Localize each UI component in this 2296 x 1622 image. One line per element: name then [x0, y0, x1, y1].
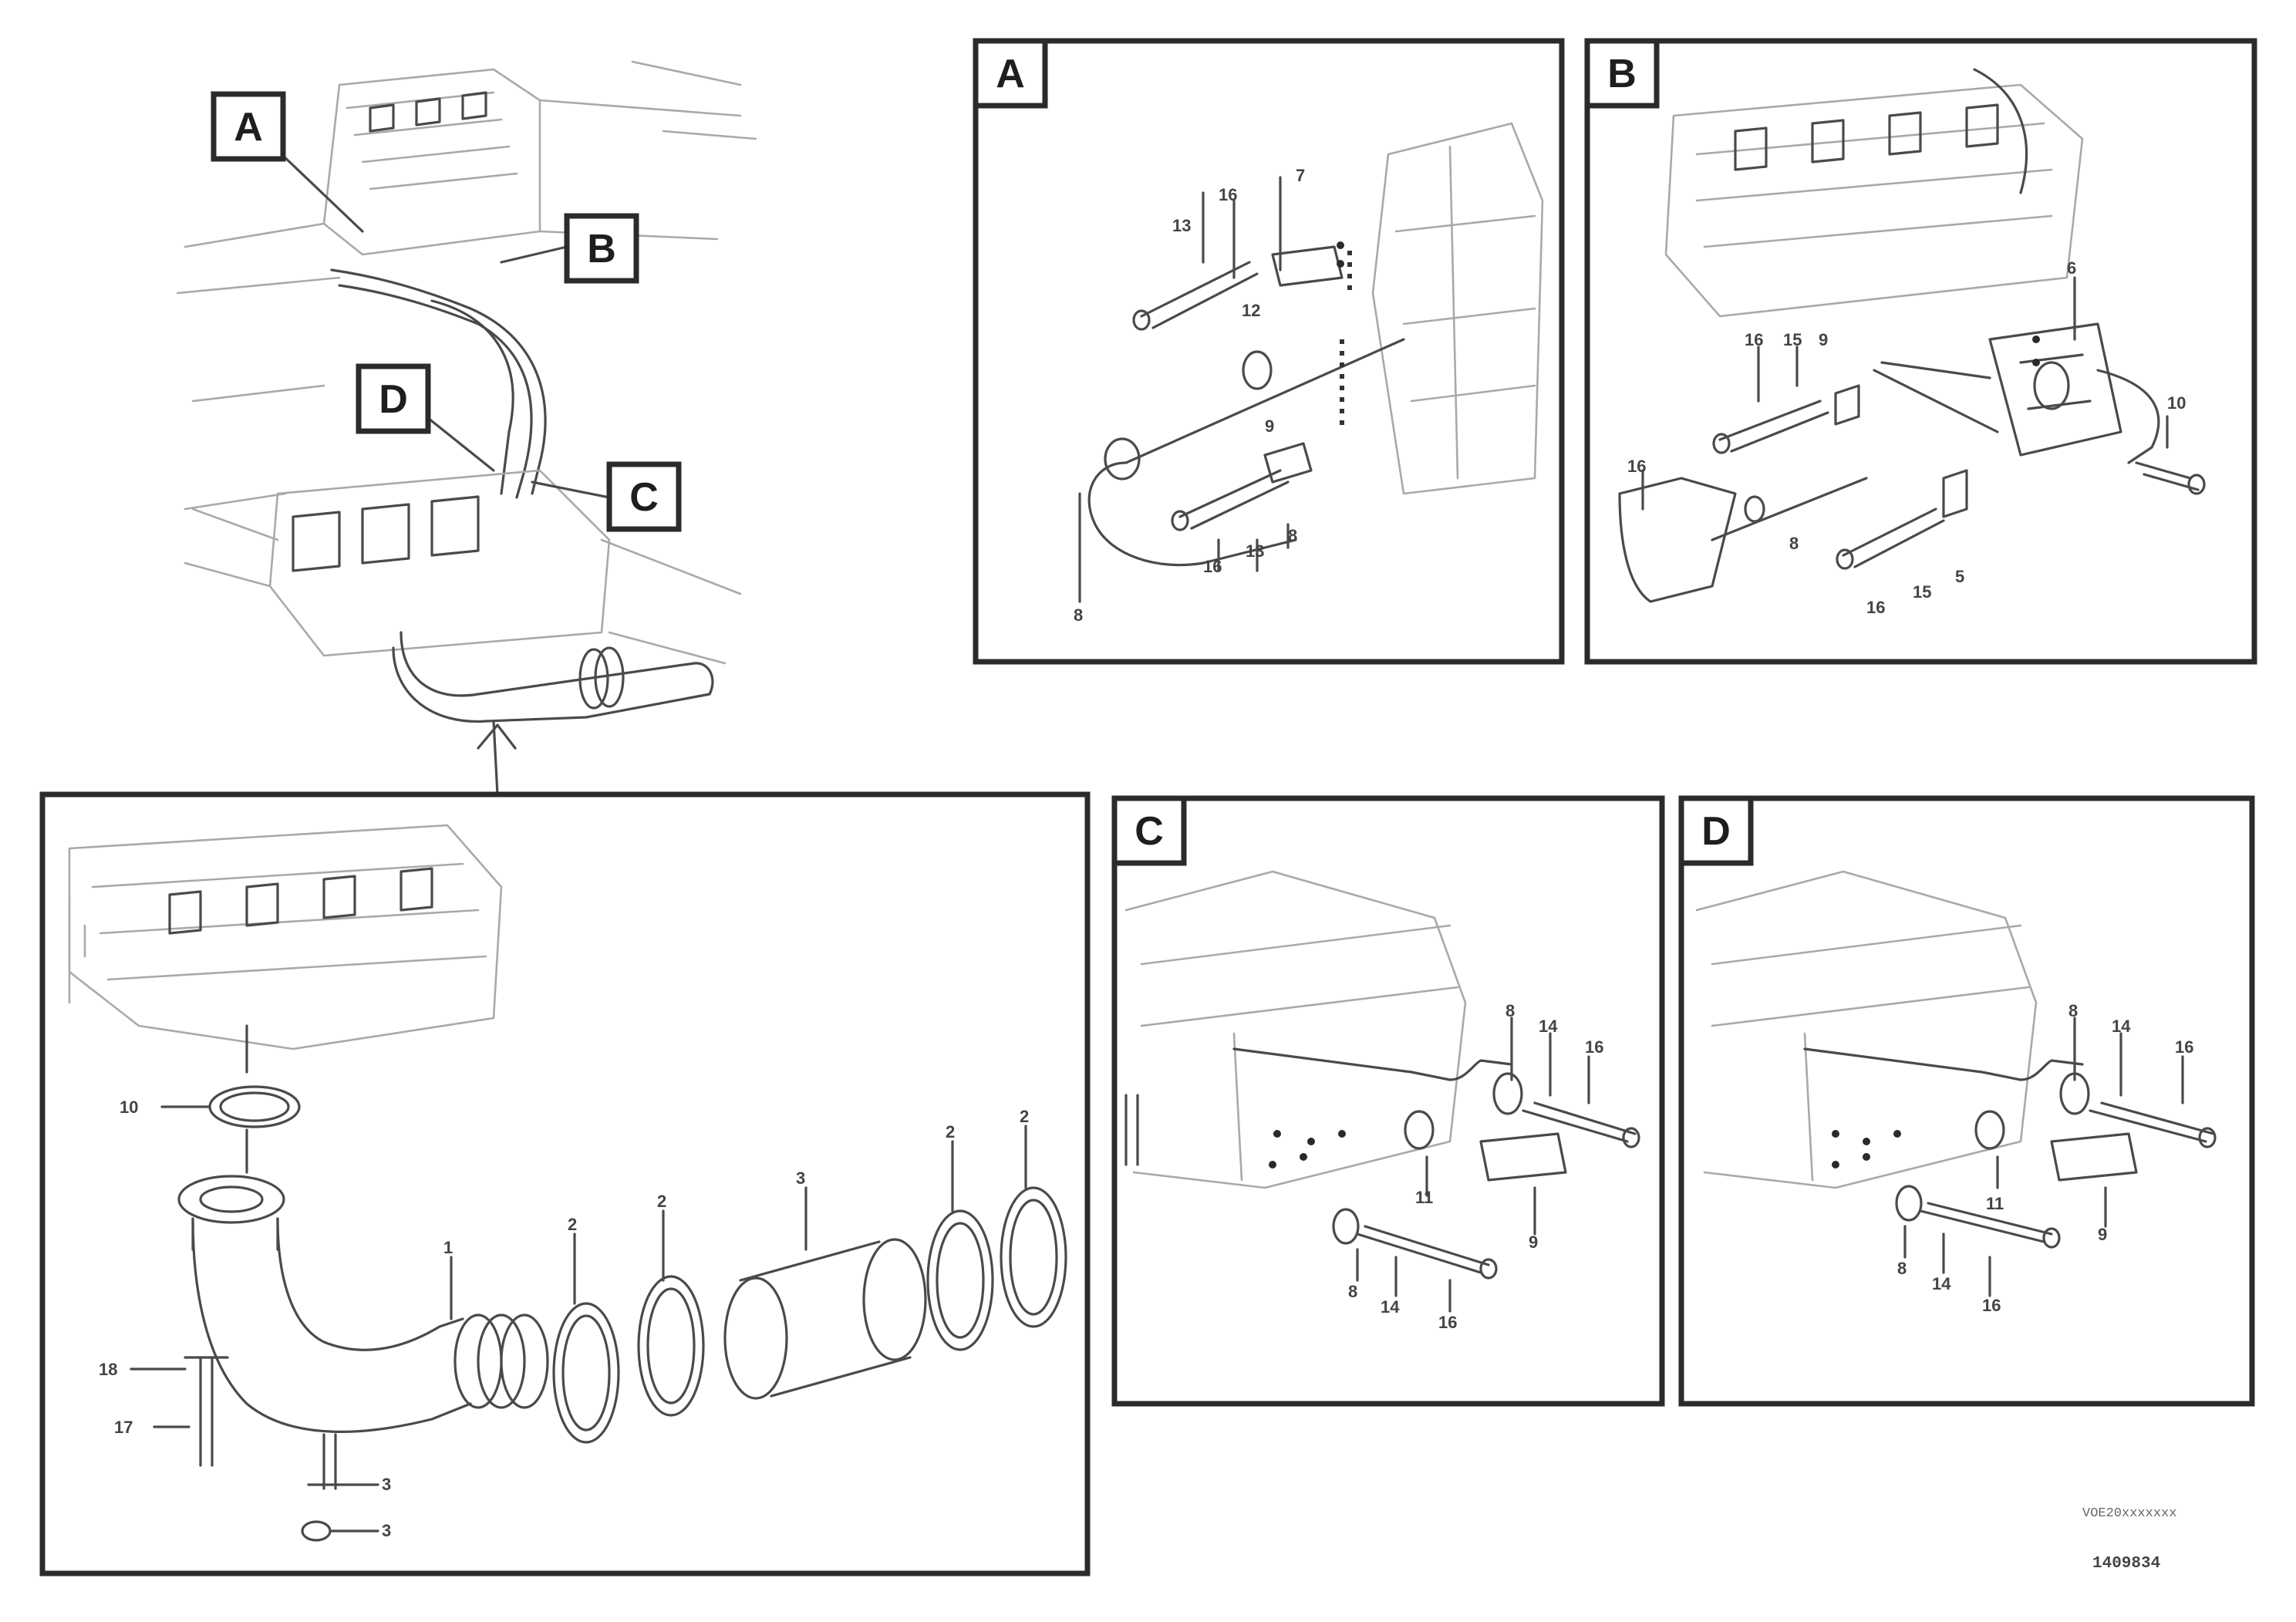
overview-callout-b[interactable]: B	[564, 213, 639, 284]
part-label: 3	[796, 1168, 805, 1188]
callout-d-label: D	[379, 377, 408, 422]
detail-panel-d: D 8 14 16 11 9 8 14 16	[1678, 795, 2255, 1407]
part-label: 8	[1505, 1001, 1515, 1020]
part-label: 16	[1203, 557, 1222, 576]
callout-a-label: A	[234, 105, 263, 150]
part-label: 14	[2112, 1017, 2131, 1036]
part-label: 1	[443, 1238, 453, 1257]
part-label: 15	[1783, 330, 1802, 349]
part-label: 16	[1219, 185, 1237, 204]
part-label: 10	[120, 1098, 138, 1117]
overview-illustration	[176, 60, 757, 796]
part-label: 8	[1074, 605, 1083, 625]
panel-a-badge: A	[996, 52, 1025, 96]
part-label: 11	[1986, 1194, 2004, 1213]
part-label: 16	[1982, 1296, 2001, 1315]
part-label: 8	[1897, 1259, 1907, 1278]
detail-panel-c: C 8 14 16 11 9 8 14 16	[1111, 795, 1665, 1407]
part-label: 3	[382, 1475, 391, 1494]
part-label: 9	[1265, 416, 1274, 436]
part-label: 16	[1438, 1313, 1457, 1332]
panel-b-badge: B	[1607, 52, 1637, 96]
reference-small-text: VOE20xxxxxxx	[2082, 1506, 2176, 1521]
overview-callout-d[interactable]: D	[356, 363, 431, 434]
drawing-reference: VOE20xxxxxxx 1409834	[2082, 1506, 2176, 1573]
part-label: 16	[1866, 598, 1885, 617]
part-label: 11	[1415, 1188, 1433, 1207]
detail-panel-b: B 6 16 15 9 16 8 10 16 15 5	[1584, 38, 2257, 665]
part-label: 14	[1539, 1017, 1558, 1036]
part-label: 15	[1913, 582, 1931, 602]
main-detail-panel: 10 1 2 2 3 2 2 18 17 3 3	[39, 791, 1091, 1576]
part-label: 16	[1627, 457, 1646, 476]
part-label: 14	[1932, 1274, 1951, 1293]
part-label: 9	[1819, 330, 1828, 349]
callout-c-label: C	[629, 475, 659, 520]
callout-b-label: B	[587, 227, 616, 271]
part-label: 5	[1955, 567, 1964, 586]
part-label: 12	[1242, 301, 1260, 320]
overview-callout-c[interactable]: C	[606, 461, 682, 532]
part-label: 9	[2098, 1225, 2107, 1244]
part-label: 13	[1172, 216, 1191, 235]
part-label: 13	[1246, 541, 1264, 561]
part-label: 16	[2175, 1037, 2193, 1057]
part-label: 8	[2068, 1001, 2078, 1020]
part-label: 17	[114, 1418, 133, 1437]
part-label: 9	[1529, 1233, 1538, 1252]
part-label: 10	[2167, 393, 2186, 413]
panel-c-badge: C	[1135, 809, 1164, 854]
part-label: 16	[1585, 1037, 1603, 1057]
part-label: 6	[2067, 258, 2076, 278]
detail-panel-a: A 7 16 13 12 9 16 13 8 8	[973, 38, 1565, 665]
part-label: 2	[657, 1192, 666, 1211]
part-label: 3	[382, 1521, 391, 1540]
part-label: 2	[568, 1215, 577, 1234]
reference-code: 1409834	[2092, 1555, 2160, 1573]
part-label: 8	[1348, 1282, 1357, 1301]
part-label: 14	[1381, 1297, 1400, 1317]
part-label: 2	[1020, 1107, 1029, 1126]
part-label: 18	[99, 1360, 117, 1379]
callout-leaders	[280, 153, 611, 499]
part-label: 8	[1288, 526, 1297, 545]
panel-d-badge: D	[1701, 809, 1731, 854]
part-label: 7	[1296, 166, 1305, 185]
part-label: 2	[946, 1122, 955, 1141]
part-label: 16	[1745, 330, 1763, 349]
overview-callout-a[interactable]: A	[211, 91, 286, 162]
part-label: 8	[1789, 534, 1799, 553]
